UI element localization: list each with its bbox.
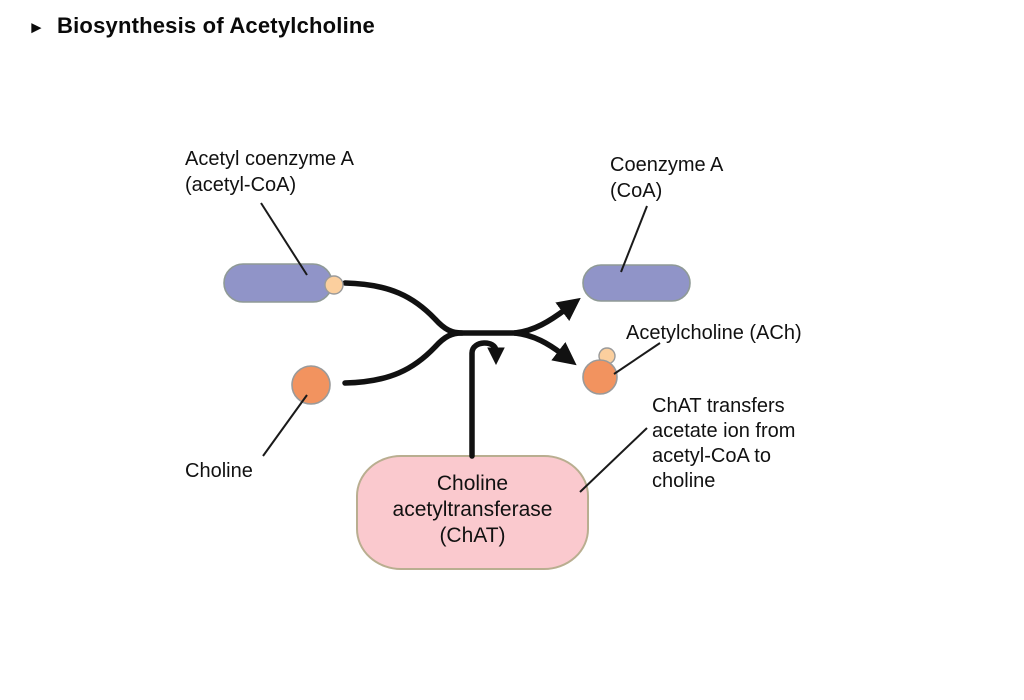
- chat-enzyme-box-label: Choline acetyltransferase (ChAT): [392, 472, 553, 547]
- acetyl-group-dot: [324, 275, 344, 295]
- coa-product-arrow: [512, 297, 581, 336]
- ach-product-arrow: [512, 330, 577, 366]
- coa-pointer-line: [620, 205, 648, 273]
- page-title: ► Biosynthesis of Acetylcholine: [28, 13, 375, 39]
- bullet-triangle-icon: ►: [28, 17, 46, 37]
- acetyl-coa-substrate-arrow: [342, 280, 520, 336]
- acetylcholine-label: Acetylcholine (ACh): [626, 322, 802, 344]
- choline-substrate-arrow: [342, 330, 465, 386]
- page-title-text: Biosynthesis of Acetylcholine: [57, 13, 375, 38]
- coa-pill: [582, 264, 691, 302]
- chat-note-label: ChAT transfers acetate ion from acetyl-C…: [652, 395, 796, 492]
- choline-circle: [291, 365, 331, 405]
- acetyl-coa-label: Acetyl coenzyme A (acetyl-CoA): [185, 148, 354, 196]
- acetyl-coa-pointer-line: [260, 202, 308, 276]
- choline-label: Choline: [185, 460, 253, 482]
- chat-note-pointer-line: [579, 427, 648, 493]
- choline-pointer-line: [262, 394, 308, 457]
- acetyl-coa-pill: [223, 263, 333, 303]
- enzyme-catalysis-arrow: [469, 340, 505, 459]
- coenzyme-a-label: Coenzyme A (CoA): [610, 154, 724, 202]
- ach-pointer-line: [613, 342, 661, 375]
- ach-circle: [582, 359, 618, 395]
